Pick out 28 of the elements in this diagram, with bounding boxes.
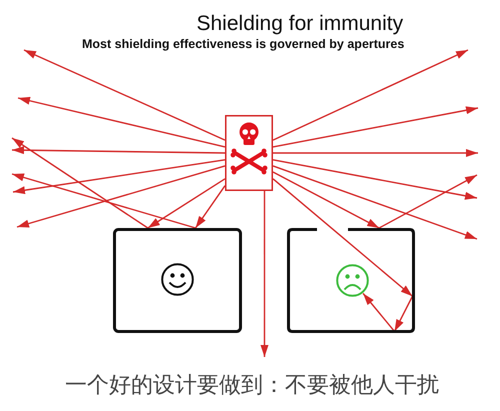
arrow xyxy=(362,292,396,332)
smiley-face-icon xyxy=(161,263,194,296)
arrow xyxy=(147,178,226,229)
arrow xyxy=(272,159,478,200)
arrow xyxy=(272,171,380,229)
diagram-title: Shielding for immunity xyxy=(196,11,404,36)
arrow xyxy=(18,96,226,148)
arrow xyxy=(24,49,226,141)
arrow xyxy=(272,165,478,240)
arrow xyxy=(272,106,478,148)
closed-box xyxy=(113,228,242,333)
arrow xyxy=(12,159,226,194)
arrow xyxy=(273,149,478,157)
subtitle: Most shielding effectiveness is governed by apertures xyxy=(82,37,404,52)
box-with-opening xyxy=(287,228,415,333)
arrow xyxy=(194,185,226,228)
arrow xyxy=(12,137,148,229)
arrow xyxy=(260,191,268,357)
arrow xyxy=(12,173,196,229)
arrow xyxy=(394,296,414,332)
arrow xyxy=(16,165,226,228)
arrow xyxy=(272,178,413,297)
arrow xyxy=(12,146,225,154)
skull-crossbones-box xyxy=(225,115,273,191)
arrow xyxy=(272,49,468,141)
arrow xyxy=(378,174,478,229)
sad-face-icon xyxy=(336,264,369,297)
caption: 一个好的设计要做到：不要被他人干扰 xyxy=(65,372,439,400)
